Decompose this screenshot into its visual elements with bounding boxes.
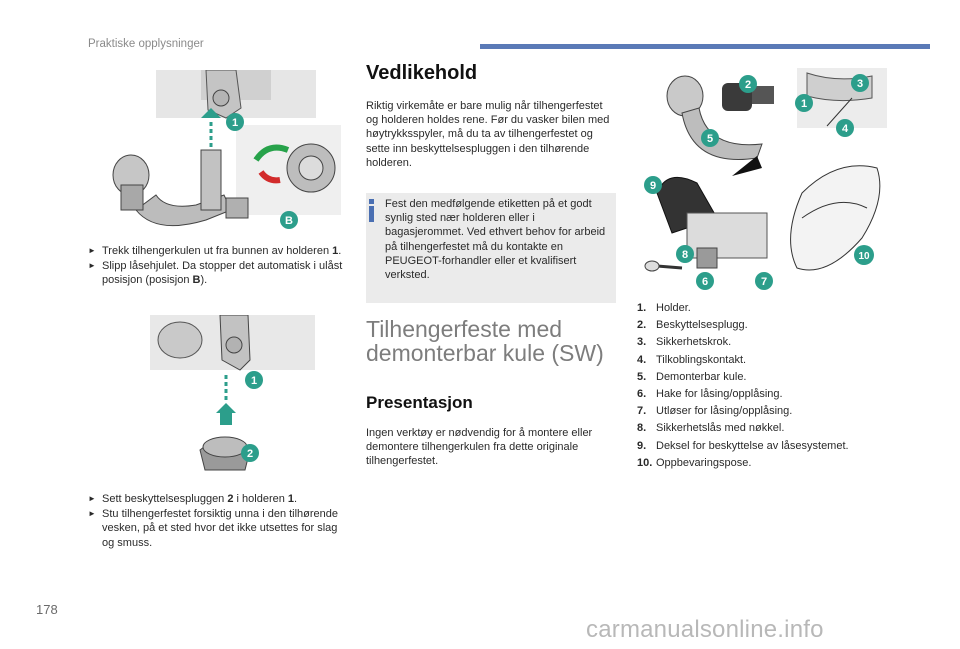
callout-9-badge: 9 bbox=[644, 176, 662, 194]
callout-5-badge: 5 bbox=[701, 129, 719, 147]
svg-text:4: 4 bbox=[842, 123, 849, 135]
svg-text:1: 1 bbox=[232, 117, 238, 129]
svg-text:8: 8 bbox=[682, 249, 688, 261]
step-pull-ball: ► Trekk tilhengerkulen ut fra bunnen av … bbox=[88, 245, 342, 257]
legend-item: 10.Oppbevaringspose. bbox=[637, 456, 752, 469]
tow-bar-components-illustration: 1 2 3 4 5 6 7 8 9 10 bbox=[644, 68, 887, 290]
svg-text:B: B bbox=[285, 215, 293, 227]
svg-text:1: 1 bbox=[251, 375, 257, 387]
callout-3-badge: 3 bbox=[851, 74, 869, 92]
svg-text:10: 10 bbox=[858, 251, 870, 262]
svg-text:2: 2 bbox=[247, 448, 253, 460]
tow-ball-removal-illustration: 1 B bbox=[112, 70, 341, 229]
protective-plug-illustration: 1 2 bbox=[150, 315, 315, 471]
legend-item: 6.Hake for låsing/opplåsing. bbox=[637, 388, 783, 401]
callout-B-badge: B bbox=[280, 211, 298, 229]
step-release-wheel: ► Slipp låsehjulet. Da stopper det autom… bbox=[88, 259, 343, 287]
callout-1-badge: 1 bbox=[795, 94, 813, 112]
legend-item: 9.Deksel for beskyttelse av låsesystemet… bbox=[637, 439, 849, 452]
callout-4-badge: 4 bbox=[836, 119, 854, 137]
svg-text:3: 3 bbox=[857, 78, 863, 90]
svg-text:6: 6 bbox=[702, 276, 708, 288]
svg-text:1: 1 bbox=[801, 98, 807, 110]
callout-8-badge: 8 bbox=[676, 245, 694, 263]
header-accent-bar bbox=[480, 44, 930, 49]
svg-text:5: 5 bbox=[707, 133, 713, 145]
svg-text:2: 2 bbox=[745, 79, 751, 91]
info-note-text: Fest den medfølgende etiketten på et god… bbox=[385, 198, 606, 282]
callout-6-badge: 6 bbox=[696, 272, 714, 290]
storage-steps: ► Sett beskyttelsespluggen 2 i holderen … bbox=[88, 492, 344, 550]
arrow-bullet-icon: ► bbox=[88, 246, 96, 255]
callout-2-badge: 2 bbox=[739, 75, 757, 93]
watermark-text: carmanualsonline.info bbox=[586, 616, 824, 643]
callout-2-badge: 2 bbox=[241, 444, 259, 462]
removal-steps: ► Trekk tilhengerkulen ut fra bunnen av … bbox=[88, 244, 344, 288]
maintenance-paragraph: Riktig virkemåte er bare mulig når tilhe… bbox=[366, 100, 610, 169]
legend-item: 5.Demonterbar kule. bbox=[637, 370, 747, 383]
maintenance-heading: Vedlikehold bbox=[366, 62, 478, 84]
legend-item: 3.Sikkerhetskrok. bbox=[637, 336, 732, 349]
info-icon bbox=[369, 199, 375, 222]
callout-1-badge: 1 bbox=[245, 371, 263, 389]
presentation-paragraph: Ingen verktøy er nødvendig for å montere… bbox=[366, 427, 593, 468]
legend-item: 8.Sikkerhetslås med nøkkel. bbox=[637, 422, 785, 435]
section-title: Tilhengerfeste med demonterbar kule (SW) bbox=[366, 316, 604, 366]
legend-item: 7.Utløser for låsing/opplåsing. bbox=[637, 405, 793, 418]
step-store-bag: ► Stu tilhengerfestet forsiktig unna i d… bbox=[88, 507, 339, 549]
step-insert-plug: ► Sett beskyttelsespluggen 2 i holderen … bbox=[88, 493, 298, 505]
info-note-box: Fest den medfølgende etiketten på et god… bbox=[366, 193, 616, 303]
callout-10-badge: 10 bbox=[854, 245, 874, 265]
section-header-title: Praktiske opplysninger bbox=[88, 38, 204, 50]
svg-text:9: 9 bbox=[650, 180, 656, 192]
callout-1-badge: 1 bbox=[226, 113, 244, 131]
callout-7-badge: 7 bbox=[755, 272, 773, 290]
presentation-heading: Presentasjon bbox=[366, 393, 473, 412]
components-legend: 1.Holder. 2.Beskyttelsesplugg. 3.Sikkerh… bbox=[637, 300, 849, 472]
arrow-bullet-icon: ► bbox=[88, 508, 96, 518]
legend-item: 2.Beskyttelsesplugg. bbox=[637, 319, 748, 332]
legend-item: 4.Tilkoblingskontakt. bbox=[637, 353, 747, 366]
legend-item: 1.Holder. bbox=[637, 302, 691, 314]
arrow-bullet-icon: ► bbox=[88, 494, 96, 503]
svg-text:7: 7 bbox=[761, 276, 767, 288]
arrow-bullet-icon: ► bbox=[88, 260, 96, 270]
page-number: 178 bbox=[36, 602, 58, 617]
